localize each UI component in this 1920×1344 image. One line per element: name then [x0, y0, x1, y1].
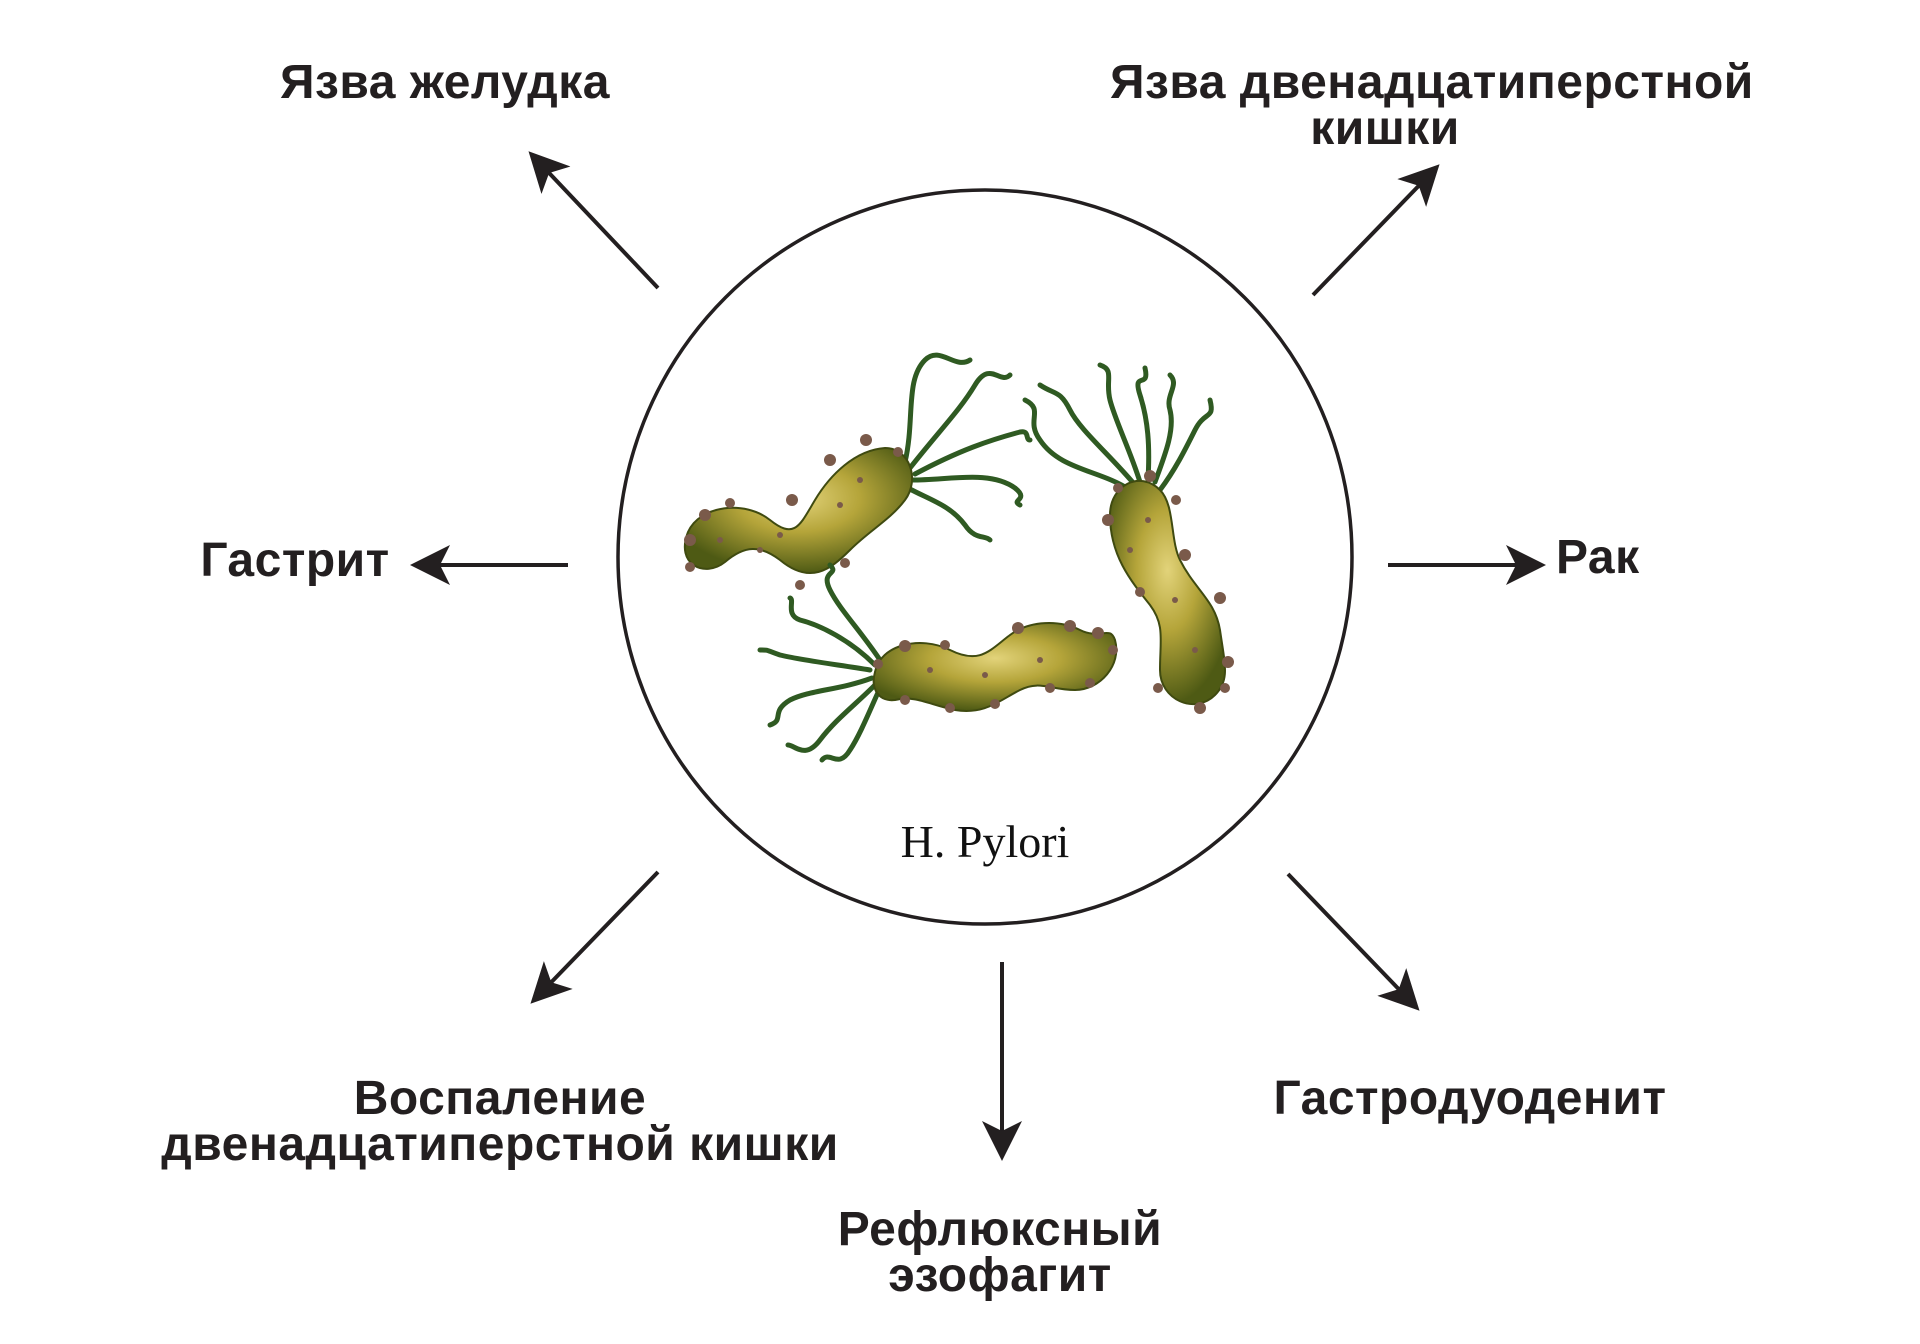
label-cancer: Рак: [1556, 531, 1640, 584]
arrows: [410, 151, 1546, 1161]
label-duodenal-ulcer-line-1: Язва двенадцатиперстной: [1110, 56, 1754, 109]
arrow-gastroduodenitis: [1286, 872, 1420, 1011]
label-reflux-line-2: эзофагит: [888, 1249, 1112, 1302]
label-gastritis: Гастрит: [200, 534, 390, 587]
label-duodenitis-line-1: Воспаление: [353, 1072, 647, 1125]
arrow-duodenitis: [530, 870, 660, 1004]
label-duodenal-ulcer: Язва двенадцатиперстной кишки: [1110, 56, 1754, 155]
label-stomach-ulcer: Язва желудка: [280, 56, 610, 109]
label-duodenitis-line-2: двенадцатиперстной кишки: [161, 1118, 839, 1171]
label-duodenitis: Воспаление двенадцатиперстной кишки: [140, 1072, 860, 1171]
label-gastroduodenitis: Гастродуоденит: [1273, 1072, 1667, 1125]
arrow-stomach-ulcer: [528, 151, 660, 290]
bacterium-1: [683, 352, 1033, 590]
label-reflux: Рефлюксный эзофагит: [820, 1203, 1180, 1302]
bacterium-3: [757, 562, 1118, 763]
arrow-duodenal-ulcer: [1311, 164, 1440, 297]
bacterium-2: [1022, 362, 1234, 714]
center-circle: [616, 188, 1354, 926]
label-reflux-line-1: Рефлюксный: [837, 1203, 1163, 1256]
center-caption: H. Pylori: [900, 816, 1070, 867]
label-duodenal-ulcer-line-2: кишки: [1310, 102, 1460, 155]
